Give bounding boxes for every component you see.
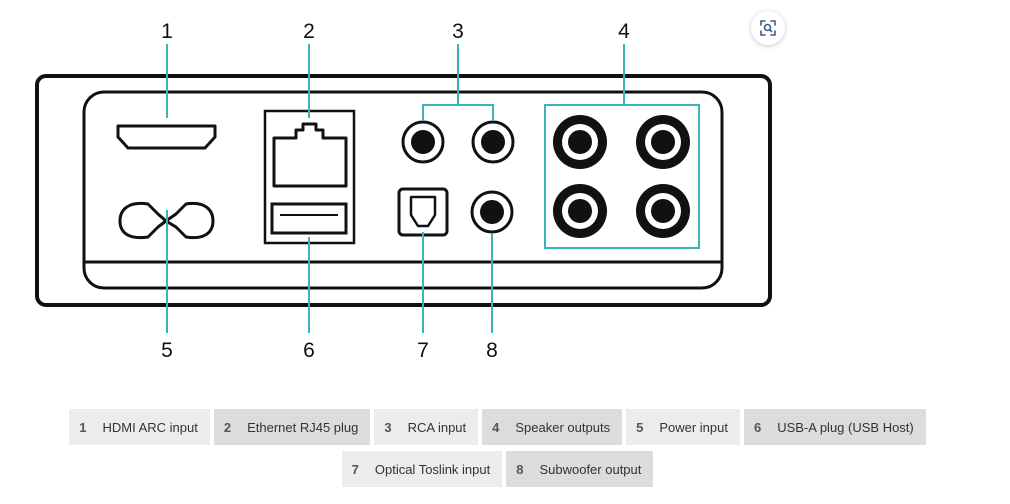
- callout-number-4: 4: [618, 20, 630, 43]
- usb-a-port: [270, 202, 348, 235]
- legend-label: USB-A plug (USB Host): [777, 419, 914, 435]
- hdmi-port: [116, 124, 217, 150]
- callout-line-3a: [422, 44, 459, 120]
- speaker-output-bottom-left: [553, 184, 607, 238]
- subwoofer-port: [470, 190, 514, 234]
- rear-panel-diagram: 1 2 3 4 5 6 7 8: [35, 20, 772, 362]
- legend-item-4: 4 Speaker outputs: [482, 409, 623, 445]
- callout-number-7: 7: [417, 339, 429, 362]
- legend-number: 6: [753, 419, 762, 435]
- legend-number: 2: [223, 419, 232, 435]
- speaker-outputs-box: [544, 104, 700, 249]
- callout-number-6: 6: [303, 339, 315, 362]
- speaker-output-top-left: [553, 115, 607, 169]
- legend-label: RCA input: [407, 419, 467, 435]
- callout-number-3: 3: [452, 20, 464, 43]
- legend-item-3: 3 RCA input: [374, 409, 479, 445]
- legend-item-7: 7 Optical Toslink input: [341, 451, 503, 487]
- inner-panel: [82, 90, 724, 290]
- power-input-port: [118, 201, 215, 240]
- legend-number: 5: [636, 419, 644, 435]
- zoom-button[interactable]: [751, 11, 785, 45]
- callout-number-5: 5: [161, 339, 173, 362]
- legend-label: HDMI ARC input: [102, 419, 198, 435]
- legend-number: 1: [79, 419, 87, 435]
- rca-input-left-center: [411, 130, 435, 154]
- legend-label: Subwoofer output: [539, 461, 642, 477]
- speaker-output-top-right: [636, 115, 690, 169]
- rca-input-left: [401, 120, 445, 164]
- callout-number-2: 2: [303, 20, 315, 43]
- legend-number: 7: [351, 461, 359, 477]
- rca-input-right-center: [481, 130, 505, 154]
- legend-row-2: 7 Optical Toslink input 8 Subwoofer outp…: [341, 451, 654, 487]
- network-usb-block: [263, 109, 356, 245]
- legend-item-2: 2 Ethernet RJ45 plug: [213, 409, 371, 445]
- legend-item-5: 5 Power input: [626, 409, 740, 445]
- callout-number-8: 8: [486, 339, 498, 362]
- legend-label: Speaker outputs: [515, 419, 611, 435]
- legend: 1 HDMI ARC input 2 Ethernet RJ45 plug 3 …: [0, 409, 995, 487]
- legend-label: Ethernet RJ45 plug: [247, 419, 359, 435]
- legend-number: 4: [492, 419, 500, 435]
- legend-item-6: 6 USB-A plug (USB Host): [743, 409, 926, 445]
- callout-line-3b: [458, 104, 494, 120]
- ethernet-port: [272, 122, 348, 188]
- legend-number: 8: [516, 461, 524, 477]
- device-outline: [35, 74, 772, 307]
- legend-label: Power input: [659, 419, 728, 435]
- legend-item-8: 8 Subwoofer output: [506, 451, 654, 487]
- speaker-output-bottom-right: [636, 184, 690, 238]
- legend-number: 3: [384, 419, 392, 435]
- callout-lines: [166, 44, 625, 333]
- optical-port-opening: [409, 195, 437, 228]
- zoom-scan-icon: [760, 20, 776, 36]
- legend-item-1: 1 HDMI ARC input: [69, 409, 210, 445]
- legend-label: Optical Toslink input: [374, 461, 491, 477]
- rca-input-right: [471, 120, 515, 164]
- legend-row-1: 1 HDMI ARC input 2 Ethernet RJ45 plug 3 …: [69, 409, 926, 445]
- subwoofer-port-center: [480, 200, 504, 224]
- callout-number-1: 1: [161, 20, 173, 43]
